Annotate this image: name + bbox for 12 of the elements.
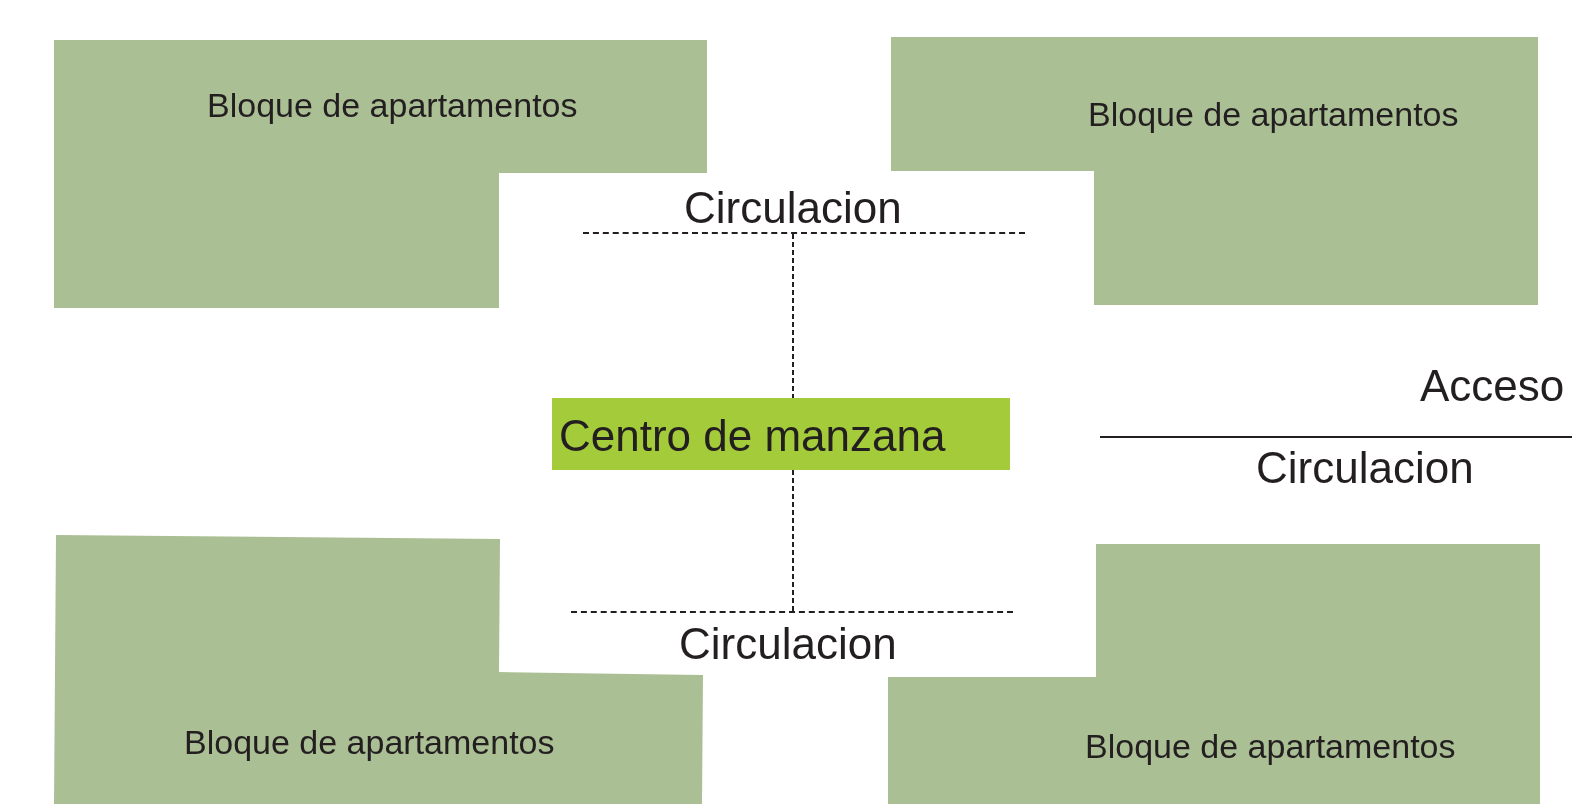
- area-label: Centro de manzana: [559, 414, 946, 458]
- path-label: Circulacion: [679, 622, 897, 666]
- courtyard-area: [552, 398, 1010, 470]
- access-label: Acceso: [1420, 364, 1565, 408]
- path-label: Circulacion: [684, 186, 902, 230]
- block-label: Bloque de apartamentos: [1085, 729, 1456, 763]
- block-label: Bloque de apartamentos: [1088, 97, 1459, 131]
- connector-line: [792, 233, 794, 399]
- block-label: Bloque de apartamentos: [207, 88, 578, 122]
- block-label: Bloque de apartamentos: [184, 725, 555, 759]
- connector-line: [792, 469, 794, 612]
- path-label: Circulacion: [1256, 446, 1474, 490]
